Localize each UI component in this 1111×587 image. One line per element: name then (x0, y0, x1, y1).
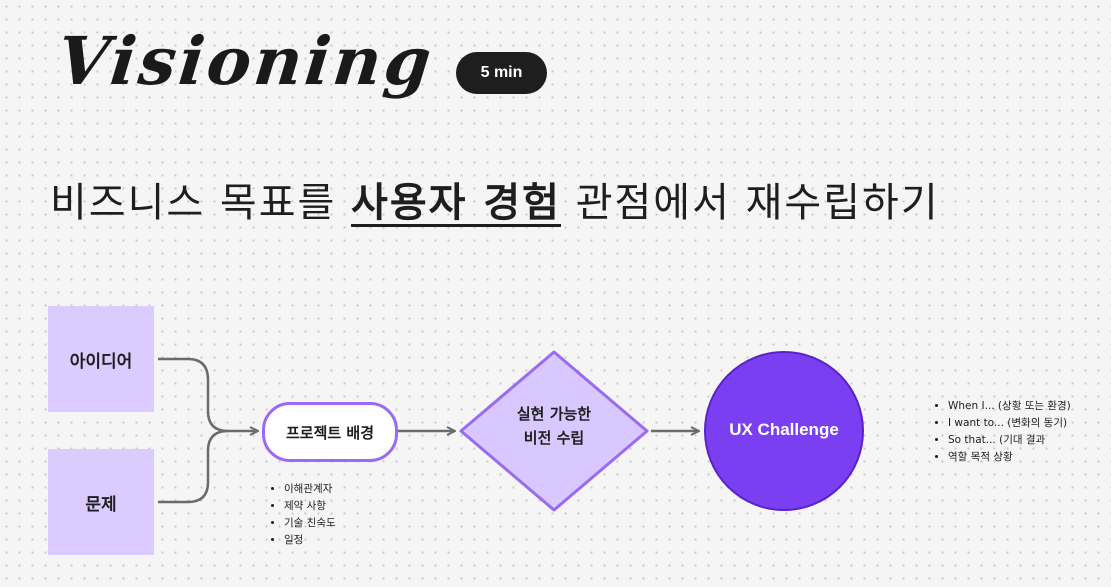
list-item: 이해관계자 (284, 483, 336, 496)
list-item: So that... (기대 결과 (948, 434, 1071, 447)
ux-challenge-circle[interactable] (704, 351, 864, 511)
vision-label: 실현 가능한 비전 수립 (480, 402, 628, 450)
sticky-problem[interactable]: 문제 (48, 449, 154, 555)
timer-badge: 5 min (456, 52, 547, 94)
sticky-problem-label: 문제 (85, 494, 117, 515)
list-item: When I... (상황 또는 환경) (948, 400, 1071, 413)
vision-label-line2: 비전 수립 (523, 429, 585, 447)
project-background-node[interactable]: 프로젝트 배경 (262, 402, 398, 462)
subtitle-emphasis: 사용자 경험 (351, 180, 561, 226)
connector-idea-to-background (158, 357, 258, 431)
challenge-notes: When I... (상황 또는 환경) I want to... (변화의 동… (934, 400, 1071, 468)
vision-diamond[interactable] (459, 350, 649, 512)
subtitle: 비즈니스 목표를 사용자 경험 관점에서 재수립하기 (50, 170, 940, 228)
list-item: 일정 (284, 534, 336, 547)
subtitle-before: 비즈니스 목표를 (50, 180, 337, 226)
list-item: 역할 목적 상황 (948, 451, 1071, 464)
vision-label-line1: 실현 가능한 (516, 405, 592, 423)
list-item: I want to... (변화의 동기) (948, 417, 1071, 430)
background-notes: 이해관계자 제약 사항 기술 친숙도 일정 (270, 483, 336, 551)
ux-challenge-label: UX Challenge (729, 420, 839, 439)
list-item: 기술 친숙도 (284, 517, 336, 530)
sticky-idea[interactable]: 아이디어 (48, 306, 154, 412)
connector-problem-to-background (158, 429, 229, 504)
list-item: 제약 사항 (284, 500, 336, 513)
sticky-idea-label: 아이디어 (69, 351, 133, 372)
project-background-label: 프로젝트 배경 (285, 423, 375, 442)
subtitle-after: 관점에서 재수립하기 (575, 180, 940, 226)
